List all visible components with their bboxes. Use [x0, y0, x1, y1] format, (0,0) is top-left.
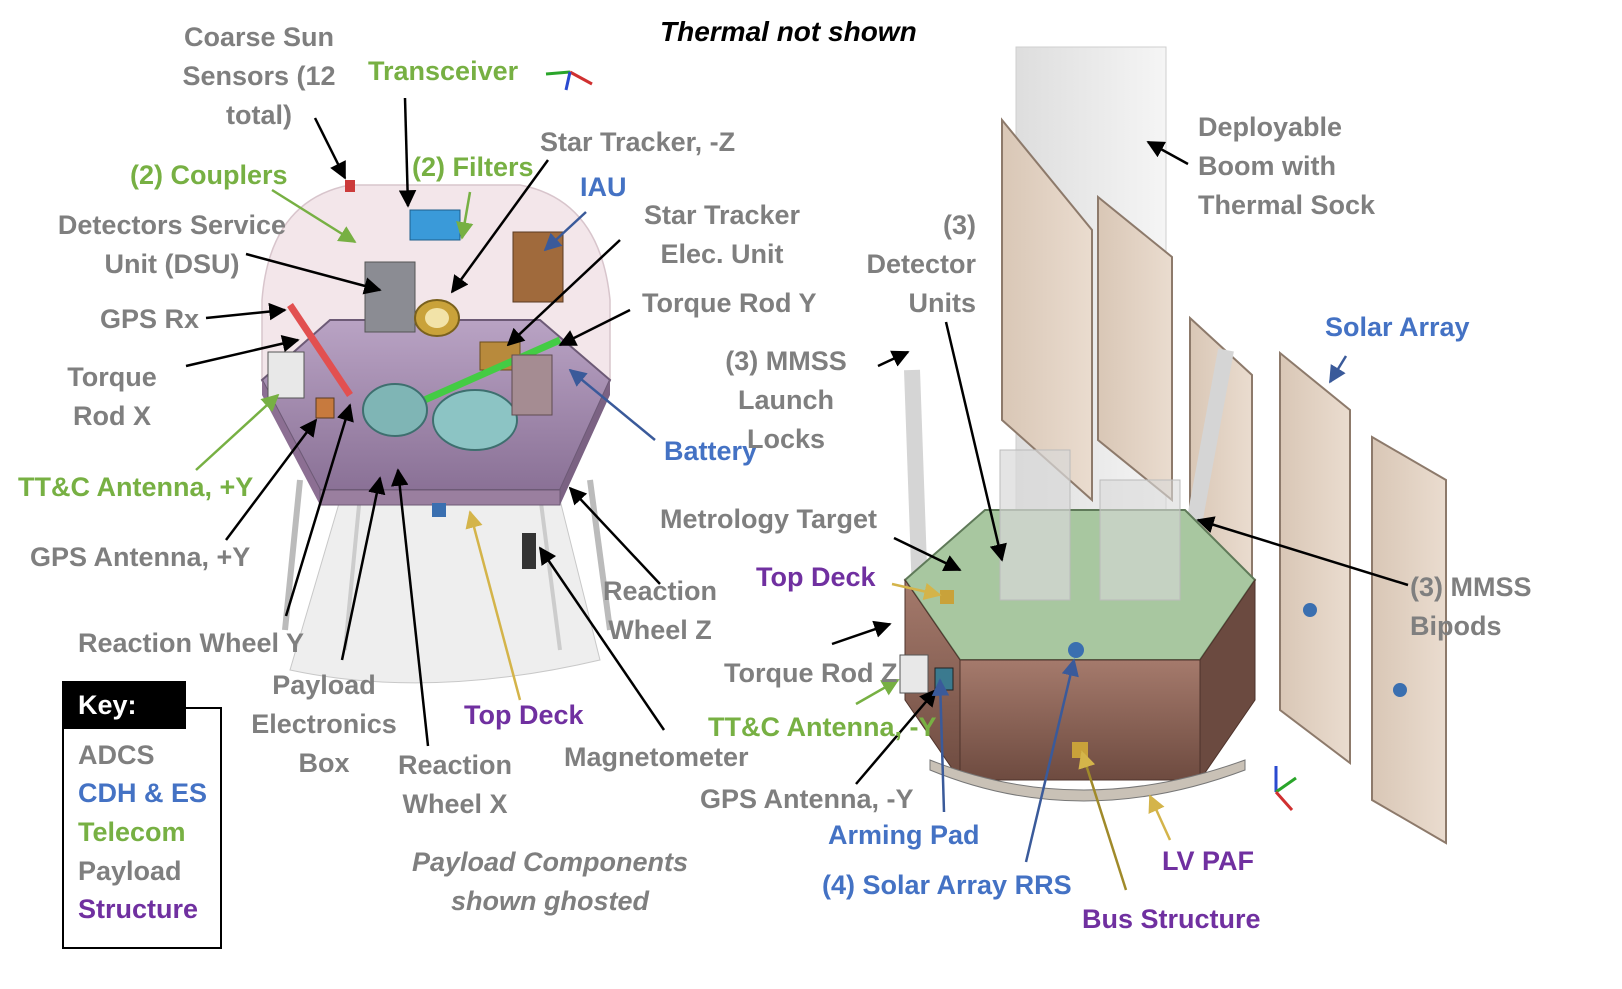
label-top-deck-right: Top Deck — [756, 562, 876, 592]
key-item-payload: Payload — [78, 856, 182, 886]
label-battery: Battery — [664, 436, 758, 466]
color-key — [62, 707, 222, 949]
label-dsu: Detectors Service Unit (DSU) — [57, 210, 287, 279]
label-coarse-sun-sensors: Coarse Sun Sensors (12 total) — [182, 22, 336, 130]
key-item-telecom: Telecom — [78, 817, 186, 847]
left-spacecraft-illustration — [260, 180, 613, 684]
label-reaction-wheel-x: Reaction Wheel X — [397, 750, 513, 819]
label-mmss-bipods: (3) MMSS Bipods — [1410, 572, 1532, 641]
label-metrology-target: Metrology Target — [660, 504, 878, 534]
label-payload-electronics-box: Payload Electronics Box — [251, 670, 397, 778]
label-solar-array: Solar Array — [1325, 312, 1470, 342]
label-gps-rx: GPS Rx — [100, 304, 200, 334]
label-reaction-wheel-y: Reaction Wheel Y — [78, 628, 305, 658]
leader-arrows-left — [185, 97, 666, 747]
label-ttc-antenna-minus-y: TT&C Antenna, -Y — [708, 712, 937, 742]
diagram-title: Thermal not shown — [660, 16, 917, 47]
key-item-cdh-es: CDH & ES — [78, 778, 208, 808]
label-iau: IAU — [580, 172, 627, 202]
label-transceiver: Transceiver — [368, 56, 519, 86]
axis-triad-icon — [545, 70, 593, 91]
label-torque-rod-x: Torque Rod X — [67, 362, 157, 431]
key-item-structure: Structure — [78, 894, 199, 924]
label-star-tracker: Star Tracker, -Z — [540, 127, 736, 157]
right-spacecraft-illustration — [899, 46, 1447, 845]
label-filters: (2) Filters — [412, 152, 534, 182]
label-star-tracker-elec-unit: Star Tracker Elec. Unit — [643, 200, 801, 269]
label-mmss-launch-locks: (3) MMSS Launch Locks — [725, 346, 847, 454]
label-reaction-wheel-z: Reaction Wheel Z — [602, 576, 718, 645]
label-detector-units: (3) Detector Units — [866, 210, 976, 318]
axis-triad-icon — [1274, 766, 1297, 811]
label-bus-structure: Bus Structure — [1082, 904, 1261, 934]
label-ttc-antenna-plus-y: TT&C Antenna, +Y — [18, 472, 254, 502]
label-solar-array-rrs: (4) Solar Array RRS — [822, 870, 1072, 900]
label-gps-antenna-minus-y: GPS Antenna, -Y — [700, 784, 914, 814]
label-arming-pad: Arming Pad — [828, 820, 980, 850]
key-header: Key: — [62, 681, 186, 729]
label-lv-paf: LV PAF — [1162, 846, 1254, 876]
label-couplers: (2) Couplers — [130, 160, 288, 190]
leader-arrows-right — [831, 140, 1409, 891]
label-top-deck-left: Top Deck — [464, 700, 584, 730]
label-deployable-boom: Deployable Boom with Thermal Sock — [1198, 112, 1376, 220]
label-torque-rod-y: Torque Rod Y — [642, 288, 817, 318]
label-torque-rod-z: Torque Rod Z — [724, 658, 898, 688]
key-item-adcs: ADCS — [78, 740, 155, 770]
caption-payload-ghosted: Payload Components shown ghosted — [411, 847, 689, 916]
label-magnetometer: Magnetometer — [564, 742, 749, 772]
label-gps-antenna-plus-y: GPS Antenna, +Y — [30, 542, 251, 572]
